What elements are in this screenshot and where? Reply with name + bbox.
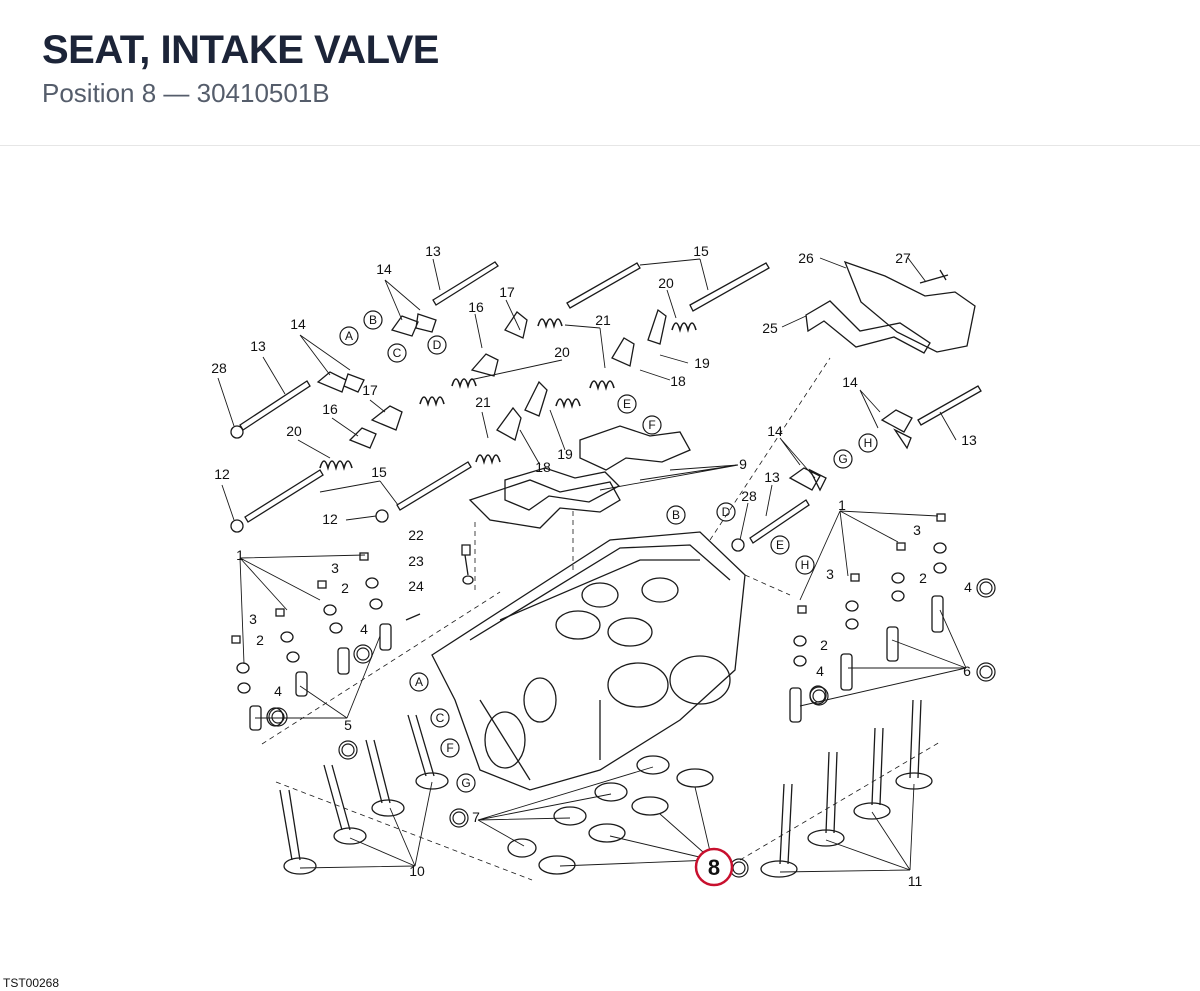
label-28: 28 bbox=[211, 360, 227, 376]
letter-g: G bbox=[838, 452, 847, 466]
letter-h: H bbox=[801, 558, 810, 572]
label-15: 15 bbox=[371, 464, 387, 480]
label-28: 28 bbox=[741, 488, 757, 504]
letter-b: B bbox=[672, 508, 680, 522]
reference-letters bbox=[339, 310, 878, 793]
label-20: 20 bbox=[658, 275, 674, 291]
label-4: 4 bbox=[964, 579, 972, 595]
letter-c: C bbox=[393, 346, 402, 360]
label-2: 2 bbox=[919, 570, 927, 586]
label-19: 19 bbox=[557, 446, 573, 462]
label-15: 15 bbox=[693, 243, 709, 259]
label-13: 13 bbox=[961, 432, 977, 448]
rocker-arms bbox=[316, 308, 913, 492]
label-19: 19 bbox=[694, 355, 710, 371]
label-6: 6 bbox=[963, 663, 971, 679]
alignment-lines bbox=[261, 357, 941, 881]
label-14: 14 bbox=[767, 423, 783, 439]
cam-caps bbox=[468, 425, 691, 529]
leader-lines bbox=[217, 257, 967, 873]
letter-d: D bbox=[433, 338, 442, 352]
letter-a: A bbox=[415, 675, 423, 689]
label-17: 17 bbox=[362, 382, 378, 398]
note-9-symbols bbox=[268, 578, 996, 878]
letter-h: H bbox=[864, 436, 873, 450]
label-9: 9 bbox=[739, 456, 747, 472]
label-18: 18 bbox=[670, 373, 686, 389]
label-2: 2 bbox=[820, 637, 828, 653]
valve-seats bbox=[507, 755, 714, 875]
label-3: 3 bbox=[331, 560, 339, 576]
label-17: 17 bbox=[499, 284, 515, 300]
label-13: 13 bbox=[425, 243, 441, 259]
label-21: 21 bbox=[595, 312, 611, 328]
label-13: 13 bbox=[764, 469, 780, 485]
cylinder-head bbox=[431, 531, 746, 791]
letter-d: D bbox=[722, 505, 731, 519]
fasteners bbox=[405, 544, 474, 621]
label-4: 4 bbox=[360, 621, 368, 637]
label-22: 22 bbox=[408, 527, 424, 543]
letter-a: A bbox=[345, 329, 353, 343]
label-7: 7 bbox=[472, 809, 480, 825]
label-2: 2 bbox=[341, 580, 349, 596]
valve-guides-right bbox=[789, 513, 947, 723]
label-13: 13 bbox=[250, 338, 266, 354]
label-2: 2 bbox=[256, 632, 264, 648]
label-24: 24 bbox=[408, 578, 424, 594]
exploded-parts-diagram: A B C D E F H G B D E H A C F G 13 15 14… bbox=[211, 243, 996, 889]
label-14: 14 bbox=[842, 374, 858, 390]
label-23: 23 bbox=[408, 553, 424, 569]
label-18: 18 bbox=[535, 459, 551, 475]
highlighted-position-number: 8 bbox=[708, 855, 720, 880]
rocker-shaft-upper bbox=[239, 261, 982, 544]
page-subtitle: Position 8 — 30410501B bbox=[42, 78, 330, 108]
label-1: 1 bbox=[236, 547, 244, 563]
letter-e: E bbox=[623, 397, 631, 411]
valve-guides-left bbox=[230, 425, 745, 731]
label-3: 3 bbox=[913, 522, 921, 538]
highlighted-position-callout[interactable]: 8 bbox=[694, 847, 734, 887]
label-3: 3 bbox=[826, 566, 834, 582]
label-3: 3 bbox=[249, 611, 257, 627]
label-16: 16 bbox=[322, 401, 338, 417]
letter-c: C bbox=[436, 711, 445, 725]
label-14: 14 bbox=[290, 316, 306, 332]
timing-cover bbox=[805, 260, 976, 354]
springs bbox=[319, 318, 697, 471]
label-16: 16 bbox=[468, 299, 484, 315]
label-5: 5 bbox=[344, 717, 352, 733]
label-11: 11 bbox=[908, 873, 923, 889]
label-14: 14 bbox=[376, 261, 392, 277]
reference-letter-text: A B C D E F H G B D E H A C F G bbox=[345, 313, 872, 790]
letter-f: F bbox=[648, 418, 655, 432]
label-4: 4 bbox=[274, 683, 282, 699]
position-labels: 13 15 14 17 20 16 21 14 13 20 19 28 18 1… bbox=[211, 243, 977, 889]
letter-g: G bbox=[461, 776, 470, 790]
label-27: 27 bbox=[895, 250, 911, 266]
label-1: 1 bbox=[838, 497, 846, 513]
page-title: SEAT, INTAKE VALVE bbox=[42, 28, 439, 72]
label-25: 25 bbox=[762, 320, 778, 336]
label-20: 20 bbox=[286, 423, 302, 439]
highlight-ring bbox=[694, 847, 734, 887]
page-header: SEAT, INTAKE VALVE Position 8 — 30410501… bbox=[0, 0, 1200, 146]
label-21: 21 bbox=[475, 394, 491, 410]
letter-b: B bbox=[369, 313, 377, 327]
label-12: 12 bbox=[214, 466, 230, 482]
label-10: 10 bbox=[409, 863, 425, 879]
label-4: 4 bbox=[816, 663, 824, 679]
letter-f: F bbox=[446, 741, 453, 755]
label-12: 12 bbox=[322, 511, 338, 527]
label-26: 26 bbox=[798, 250, 814, 266]
label-20: 20 bbox=[554, 344, 570, 360]
drawing-code: TST00268 bbox=[3, 976, 60, 990]
letter-e: E bbox=[776, 538, 784, 552]
